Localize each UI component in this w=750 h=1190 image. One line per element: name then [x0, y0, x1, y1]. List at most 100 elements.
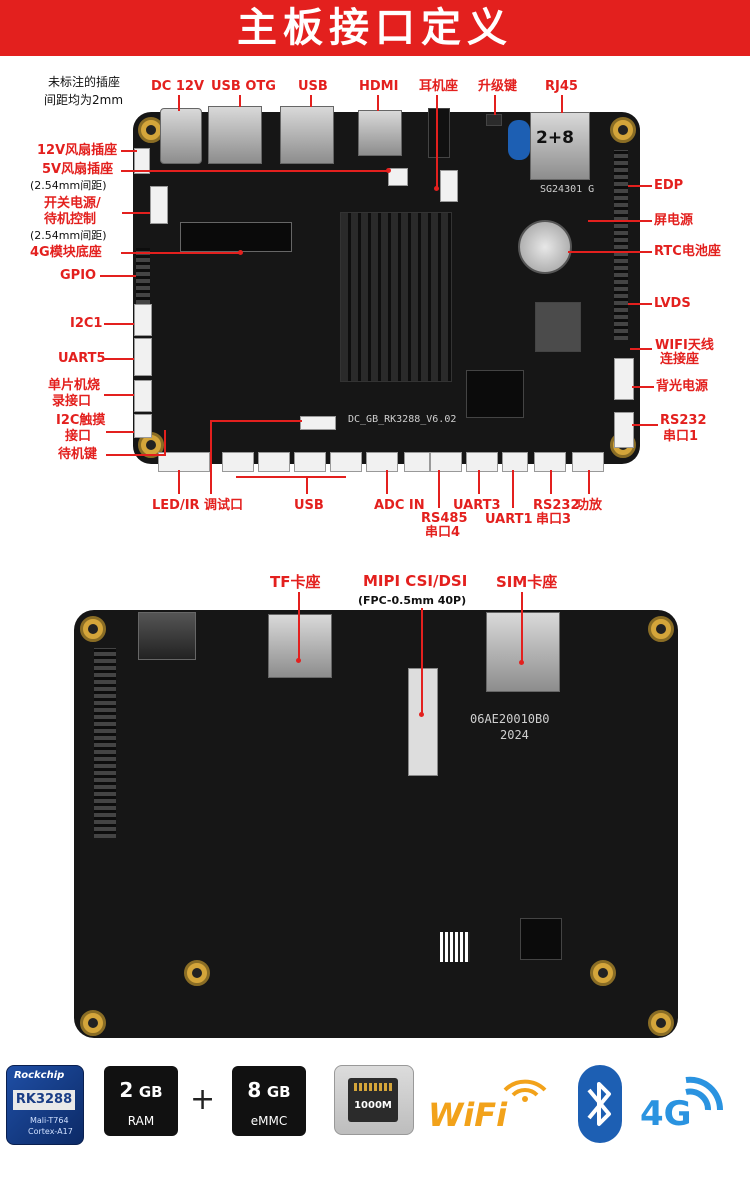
- leader-dot: [296, 658, 301, 663]
- leader-line: [121, 170, 389, 172]
- mcu-socket: [134, 380, 152, 412]
- plus-sign: +: [190, 1082, 216, 1117]
- wifi-module: [535, 302, 581, 352]
- leader-line: [106, 431, 134, 433]
- gpio-header: [136, 248, 150, 318]
- label-pitch-1: (2.54mm间距): [30, 179, 107, 192]
- leader-line: [521, 592, 523, 662]
- label-mcu-l1: 单片机烧: [48, 378, 101, 393]
- back-code: 06AE20010B0: [470, 712, 550, 726]
- label-standby: 待机键: [58, 447, 98, 462]
- label-rs485-l2: 串口4: [425, 525, 461, 540]
- leader-line: [121, 150, 137, 152]
- touch-socket: [134, 414, 152, 438]
- board-model: DC_GB_RK3288_V6.02: [348, 414, 457, 425]
- pitch-note-line1: 未标注的插座: [48, 75, 121, 89]
- label-rs232-1-l2: 串口1: [663, 429, 699, 444]
- leader-line: [512, 470, 514, 508]
- earphone-jack: [428, 108, 450, 158]
- leader-line: [239, 95, 241, 107]
- ethernet-speed: 1000M: [354, 1100, 392, 1111]
- ram-label: RAM: [127, 1114, 155, 1128]
- label-rj45: RJ45: [545, 79, 578, 94]
- tf-card-slot: [268, 614, 332, 678]
- mount-hole: [648, 616, 674, 642]
- leader-line: [630, 348, 652, 350]
- leader-line: [236, 476, 346, 478]
- board-back-view: [74, 610, 678, 1038]
- page-title: 主板接口定义: [237, 5, 513, 51]
- leader-line: [436, 95, 438, 187]
- label-rs232-3-l2: 串口3: [536, 512, 572, 527]
- label-dc12v: DC 12V: [151, 79, 205, 94]
- leader-line: [306, 476, 308, 494]
- label-rtc: RTC电池座: [654, 244, 721, 259]
- rs232-3-socket: [534, 452, 566, 472]
- label-touch-l1: I2C触摸: [56, 413, 106, 428]
- usb-otg-port: [208, 106, 262, 164]
- sim-card-slot: [486, 612, 560, 692]
- leader-line: [106, 454, 166, 456]
- leader-line: [632, 424, 658, 426]
- leader-line: [438, 470, 440, 508]
- emmc-unit: GB: [266, 1083, 291, 1101]
- uart5-socket: [134, 338, 152, 376]
- leader-line: [310, 95, 312, 107]
- label-rs485-l1: RS485: [421, 511, 468, 526]
- heatsink: [340, 212, 452, 382]
- cpu-text: Cortex-A17: [28, 1127, 73, 1136]
- emmc-label: eMMC: [250, 1114, 288, 1128]
- label-mipi: MIPI CSI/DSI: [363, 572, 468, 590]
- label-wifi-l1: WIFI天线: [655, 338, 714, 353]
- label-backlight: 背光电源: [656, 379, 709, 394]
- brand-text: Rockchip: [14, 1070, 65, 1081]
- hdmi-port: [358, 110, 402, 156]
- title-banner: [0, 0, 750, 56]
- ethernet-pins: [354, 1083, 392, 1091]
- usb-socket-1: [258, 452, 290, 472]
- back-chip: [520, 918, 562, 960]
- label-power-l1: 开关电源/: [44, 196, 101, 211]
- leader-line: [568, 251, 652, 253]
- label-fan-5v: 5V风扇插座: [42, 162, 114, 177]
- label-gpio: GPIO: [60, 268, 97, 283]
- gpu-text: Mali-T764: [30, 1116, 69, 1125]
- label-edp: EDP: [654, 178, 684, 193]
- leader-line: [210, 420, 302, 422]
- pitch-note-line2: 间距均为2mm: [44, 93, 124, 107]
- label-pitch-2: (2.54mm间距): [30, 229, 107, 242]
- rtc-battery: [518, 220, 572, 274]
- usb-socket-3: [330, 452, 362, 472]
- label-usb-bottom: USB: [294, 498, 324, 513]
- label-amp: 功放: [576, 498, 603, 513]
- ram-badge: 2 GB RAM: [104, 1066, 178, 1136]
- leader-line: [178, 470, 180, 494]
- emmc-size: 8: [247, 1078, 262, 1102]
- mount-hole: [590, 960, 616, 986]
- upgrade-button: [486, 114, 502, 126]
- leader-line: [121, 252, 241, 254]
- dc-jack: [160, 108, 202, 164]
- label-screen-power: 屏电源: [654, 213, 694, 228]
- ram-unit: GB: [138, 1083, 163, 1101]
- label-upgrade: 升级键: [478, 79, 518, 94]
- leader-dot: [386, 168, 391, 173]
- signal-4g-icon: [685, 1076, 724, 1111]
- label-tf-card: TF卡座: [270, 573, 321, 591]
- i2c1-socket: [134, 304, 152, 336]
- leader-line: [377, 95, 379, 111]
- rj45-tag: 2+8: [536, 128, 574, 148]
- mount-hole: [80, 1010, 106, 1036]
- leader-line: [628, 303, 652, 305]
- leader-line: [298, 592, 300, 660]
- debug-port-socket: [222, 452, 254, 472]
- rs485-socket: [404, 452, 430, 472]
- wifi-text: WiFi: [428, 1096, 508, 1134]
- backlight-socket: [614, 358, 634, 400]
- label-mipi-sub: (FPC-0.5mm 40P): [358, 594, 467, 607]
- fan-12v-socket: [134, 148, 150, 174]
- chip-marking: SG24301 G: [540, 184, 595, 195]
- mount-hole: [610, 117, 636, 143]
- leader-line: [210, 420, 212, 494]
- back-header: [94, 648, 116, 838]
